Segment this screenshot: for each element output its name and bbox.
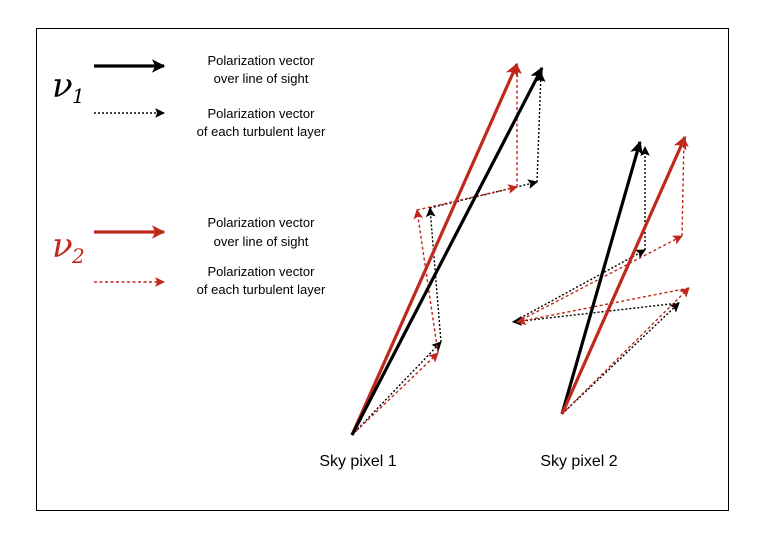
- pixel2-nu1-layer-3: [512, 249, 646, 323]
- pixel2-nu1-total-arrow: [560, 140, 644, 415]
- pixel1-nu1-layer-2: [425, 207, 442, 343]
- pixel2-nu2-layer-4: [678, 137, 689, 237]
- pixel2-nu2-layer-1: [561, 287, 690, 415]
- pixel1-nu1-layer-4: [535, 72, 546, 183]
- pixel2-nu2-total-arrow: [560, 135, 687, 415]
- nu2-subscript: 2: [71, 244, 85, 268]
- pixel1-nu1-layer-1: [351, 341, 442, 436]
- pixel2-nu2-layer-3: [516, 235, 683, 323]
- legend-nu1-total-line2: over line of sight: [214, 71, 309, 86]
- sky-pixel-1: Sky pixel 1: [319, 62, 546, 470]
- pixel1-nu1-total-arrow: [350, 66, 544, 436]
- pixel2-label: Sky pixel 2: [540, 453, 617, 470]
- pixel1-nu2-total-arrow: [350, 62, 519, 436]
- nu2-symbol: ν: [52, 226, 73, 266]
- pixel1-nu2-layer-2: [413, 209, 439, 354]
- legend-nu2-layer-line2: of each turbulent layer: [197, 282, 326, 297]
- legend-nu2-total-line1: Polarization vector: [208, 215, 316, 230]
- pixel2-nu1-layer-1: [561, 302, 680, 415]
- figure-frame: [36, 28, 729, 511]
- legend-nu1-layer-line2: of each turbulent layer: [197, 124, 326, 139]
- legend-nu1-layer-line1: Polarization vector: [208, 106, 316, 121]
- legend-nu1-total-line1: Polarization vector: [208, 53, 316, 68]
- legend-nu2-layer-line1: Polarization vector: [208, 264, 316, 279]
- nu1-subscript: 1: [72, 84, 85, 108]
- pixel1-nu2-layer-1: [351, 352, 439, 436]
- sky-pixel-2: Sky pixel 2: [512, 135, 690, 470]
- legend: ν 1 Polarization vector over line of sig…: [52, 53, 326, 297]
- nu1-symbol: ν: [52, 66, 73, 106]
- pixel1-nu2-layer-3: [416, 184, 518, 211]
- pixel1-label: Sky pixel 1: [319, 453, 396, 470]
- legend-nu2-total-line2: over line of sight: [214, 234, 309, 249]
- pixel2-nu2-layer-2: [516, 287, 690, 326]
